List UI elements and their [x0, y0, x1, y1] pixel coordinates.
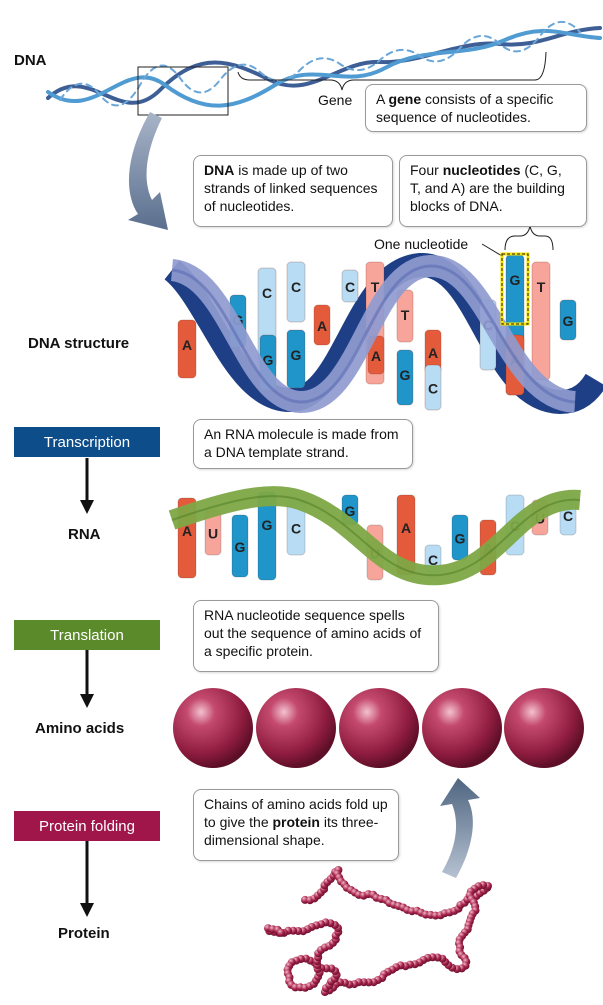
rna-base-letter: G	[345, 503, 356, 519]
dna-base-letter: C	[262, 285, 272, 301]
transcription-band: Transcription	[14, 427, 160, 457]
dna-base-letter: A	[182, 337, 192, 353]
dna-base-letter: C	[291, 279, 301, 295]
dna-base: G	[559, 299, 577, 341]
dna-base-letter: A	[371, 348, 381, 364]
rna-base: C	[286, 499, 306, 556]
dna-base-letter: T	[537, 279, 546, 295]
protein-folding-band: Protein folding	[14, 811, 160, 841]
amino-acid-ball	[339, 688, 419, 768]
nucleotide-bracket	[504, 225, 554, 251]
dna-base: A	[313, 304, 331, 346]
rna-base-letter: G	[235, 539, 246, 555]
rna-base-letter: A	[401, 520, 411, 536]
protein-label: Protein	[58, 925, 110, 942]
rna-base-letter: U	[208, 526, 218, 542]
dna-callout: DNA is made up of two strands of linked …	[193, 155, 393, 227]
rna-base-letter: C	[563, 508, 573, 524]
rna-base-letter: G	[455, 531, 466, 547]
dna-base-letter: G	[400, 367, 411, 383]
top-dna-helix	[46, 21, 602, 108]
dna-base-letter: A	[317, 318, 327, 334]
dna-label: DNA	[14, 52, 47, 69]
dna-base: G	[286, 329, 306, 389]
dna-base-letter: G	[263, 352, 274, 368]
amino-acid-ball	[256, 688, 336, 768]
amino-acid-ball	[173, 688, 253, 768]
rna-base: G	[451, 514, 469, 561]
folded-protein	[264, 866, 492, 996]
flow-connectors	[80, 360, 94, 917]
gene-bracket	[237, 51, 547, 91]
dna-base: A	[177, 319, 197, 379]
folding-arrow	[440, 778, 480, 878]
rna-label: RNA	[68, 526, 101, 543]
amino-acids-label: Amino acids	[35, 720, 125, 737]
dna-base-letter: G	[563, 313, 574, 329]
dna-base: C	[286, 261, 306, 323]
one-nucleotide-label: One nucleotide	[374, 236, 469, 252]
dna-base-letter: G	[291, 347, 302, 363]
rna-base-letter: A	[182, 523, 192, 539]
gene-callout: A gene consists of a specific sequence o…	[365, 84, 587, 132]
nucleotide-pointer	[481, 243, 503, 257]
amino-acid-chain	[173, 688, 584, 768]
rna-base-letter: C	[428, 552, 438, 568]
folding-callout: Chains of amino acids fold up to give th…	[193, 789, 399, 861]
amino-acid-ball	[504, 688, 584, 768]
dna-base-letter: C	[428, 381, 438, 397]
dna-base: T	[531, 261, 551, 381]
amino-acid-ball	[422, 688, 502, 768]
dna-base-letter: G	[510, 272, 521, 288]
dna-base: G	[396, 349, 414, 406]
transcription-callout: An RNA molecule is made from a DNA templ…	[193, 419, 413, 469]
gene-label: Gene	[318, 92, 353, 108]
translation-band: Translation	[14, 620, 160, 650]
nucleotides-callout: Four nucleotides (C, G, T, and A) are th…	[399, 155, 587, 227]
dna-base-letter: A	[428, 345, 438, 361]
dna-base-letter: T	[401, 307, 410, 323]
dna-base-letter: T	[371, 279, 380, 295]
rna-base-letter: G	[262, 517, 273, 533]
dna-base-letter: C	[345, 279, 355, 295]
dna-base: C	[341, 269, 359, 303]
dna-base: C	[424, 364, 442, 411]
rna-base-letter: C	[291, 521, 301, 537]
gene-selection-box	[137, 66, 229, 116]
dna-structure-label: DNA structure	[28, 335, 130, 352]
rna-base: U	[204, 509, 222, 556]
protein-bead	[277, 928, 286, 937]
translation-callout: RNA nucleotide sequence spells out the s…	[193, 600, 439, 672]
rna-base: G	[231, 514, 249, 578]
zoom-arrow	[128, 112, 168, 230]
